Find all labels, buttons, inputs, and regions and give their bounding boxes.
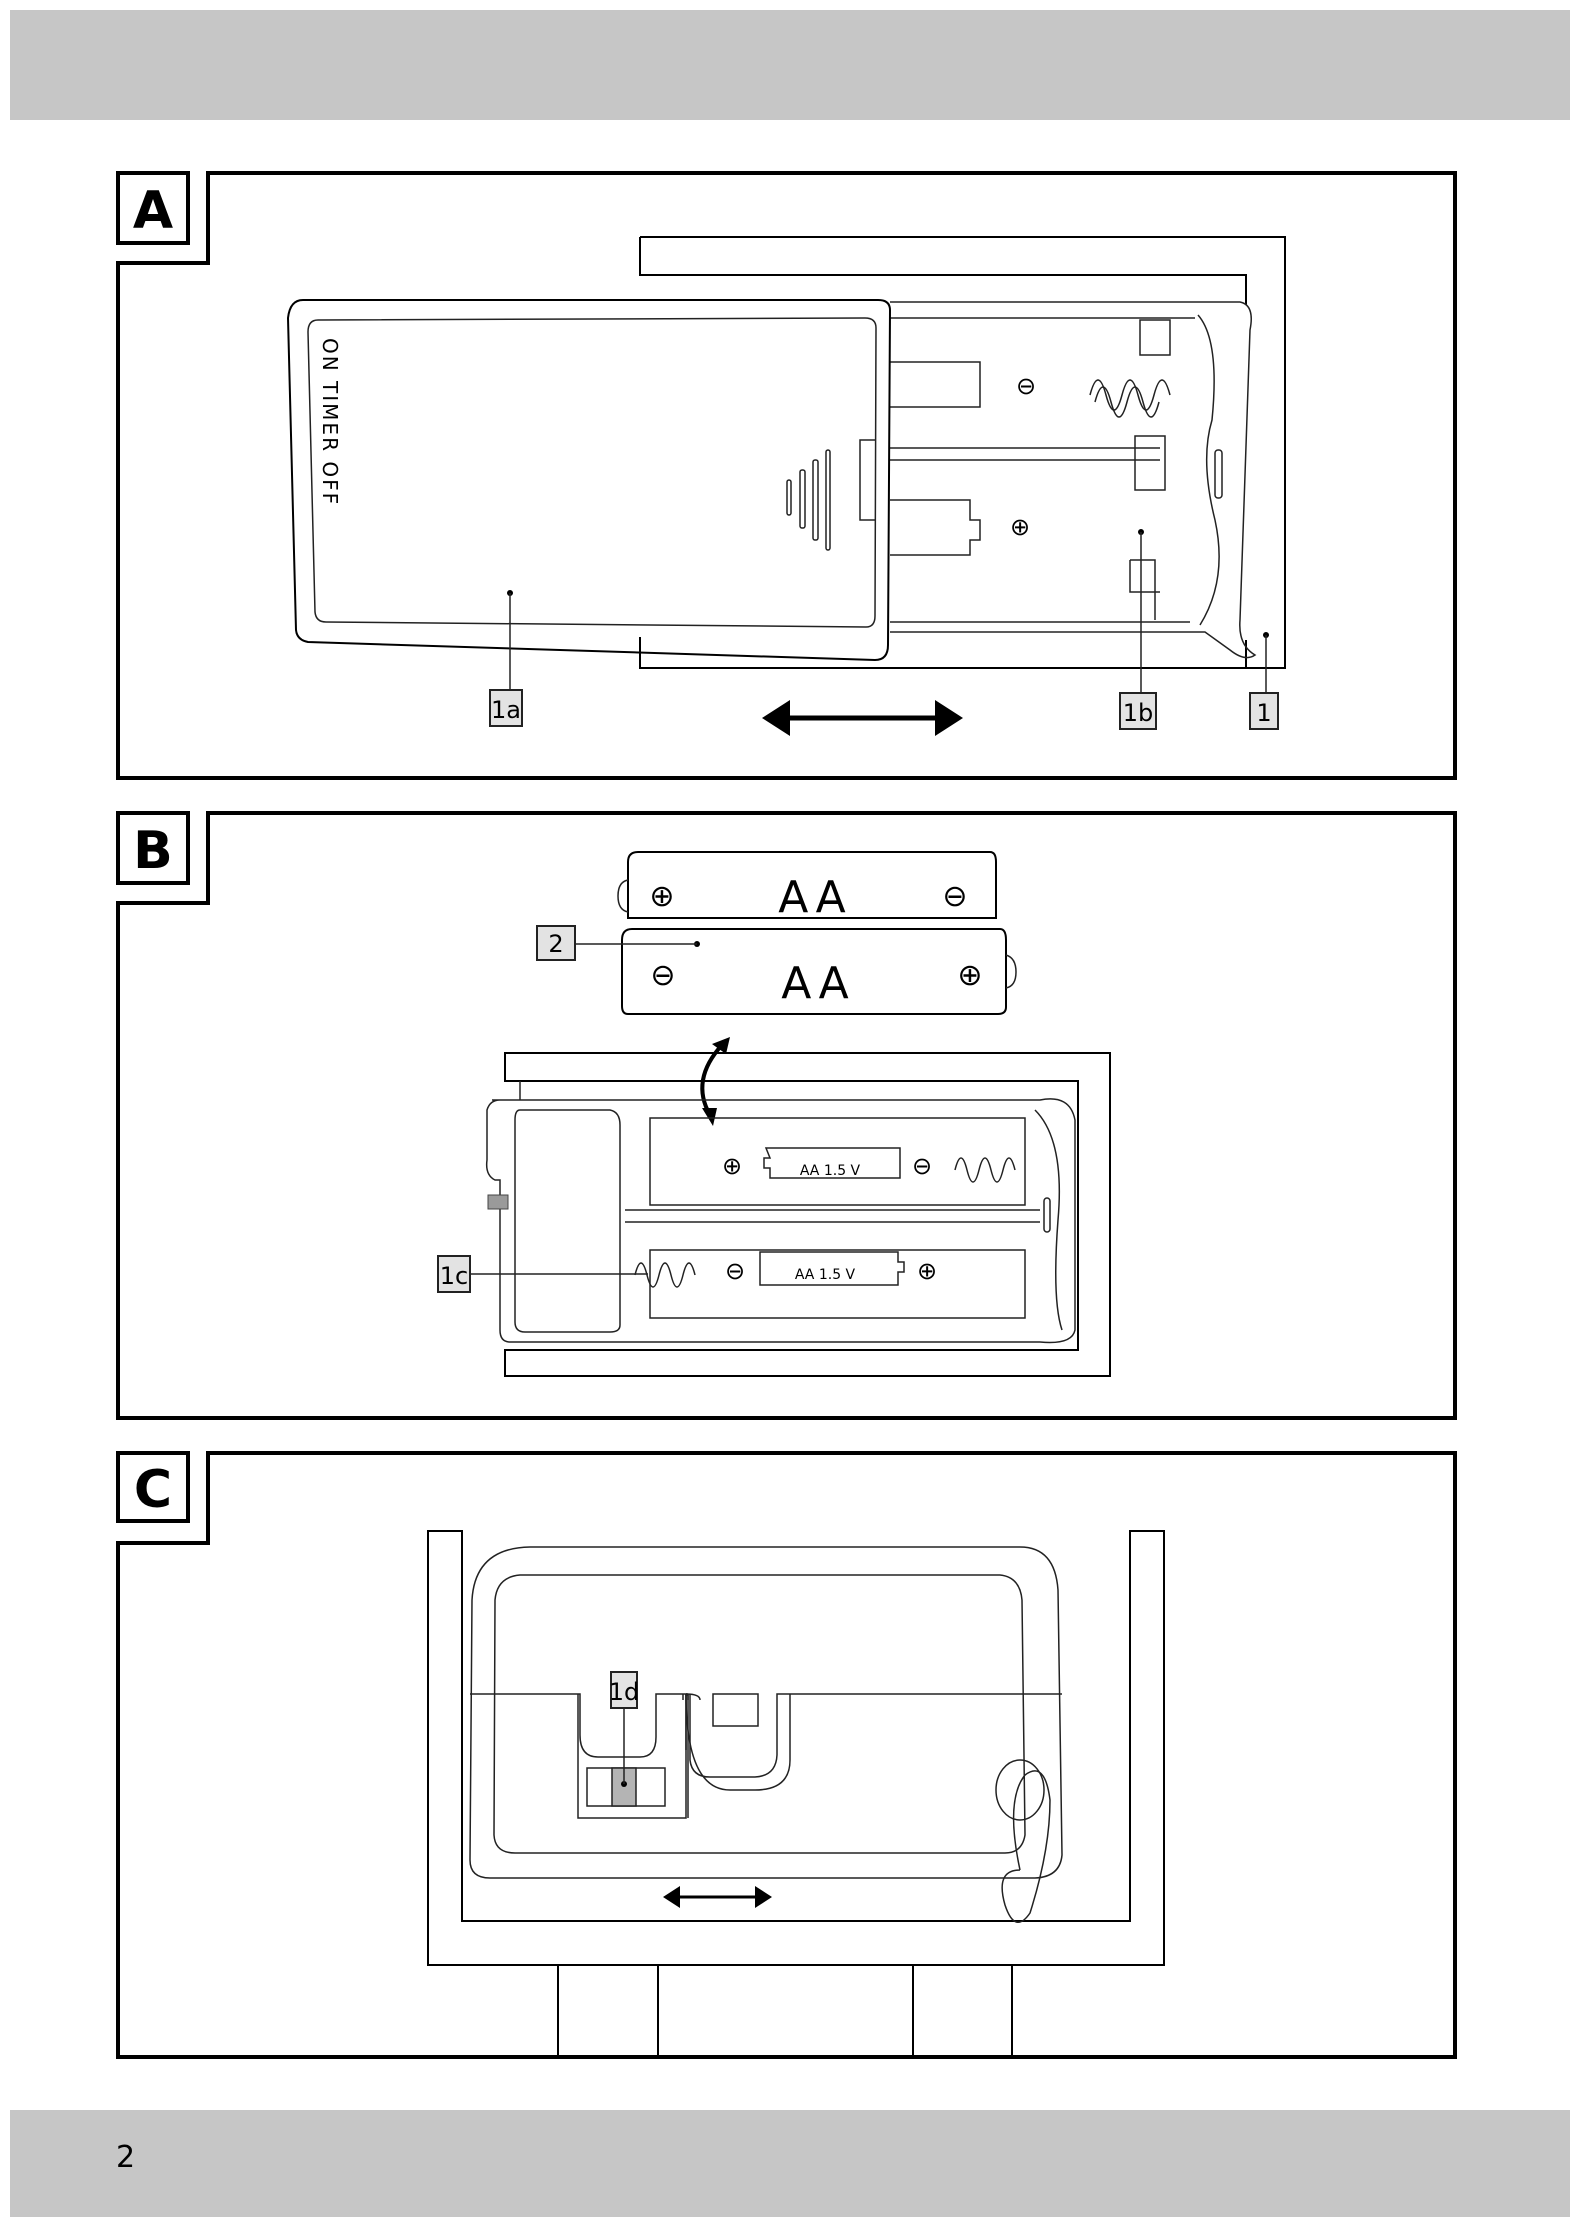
callout-1c: 1c (437, 1255, 648, 1293)
spring-icon (1089, 379, 1171, 411)
panel-b-label: B (133, 821, 173, 881)
panel-a-label-box (116, 171, 190, 245)
page-number: 2 (116, 2140, 136, 2175)
aa-battery-bottom: ⊖ AA ⊕ (621, 928, 1017, 1015)
panel-a-label: A (133, 181, 173, 241)
minus-icon: ⊖ (725, 1257, 745, 1285)
svg-text:1d: 1d (609, 1678, 640, 1706)
panel-b: B ⊕ AA ⊖ ⊖ AA ⊕ 2 (116, 811, 1457, 1420)
slot-label: AA 1.5 V (800, 1163, 861, 1179)
spring-icon (954, 1157, 1016, 1183)
minus-icon: ⊖ (942, 879, 967, 914)
panel-c-label: C (134, 1460, 172, 1520)
callout-1a: 1a (489, 593, 523, 727)
header-band (10, 10, 1570, 120)
timer-housing-front (427, 1530, 1165, 2057)
svg-text:1b: 1b (1123, 699, 1154, 727)
spring-icon (634, 1262, 696, 1288)
svg-text:1a: 1a (491, 696, 521, 724)
footer-band (10, 2110, 1570, 2217)
plus-icon: ⊕ (957, 958, 982, 993)
svg-text:1c: 1c (440, 1262, 468, 1290)
plus-icon: ⊕ (649, 879, 674, 914)
timer-housing-open: AA 1.5 V AA 1.5 V ⊕ ⊖ ⊖ ⊕ (485, 1052, 1111, 1377)
callout-1d: 1d (609, 1671, 640, 1784)
battery-label: AA (778, 872, 851, 923)
timer-module (514, 1109, 621, 1333)
callout-1: 1 (1249, 632, 1279, 730)
panel-c-frame (116, 1451, 1457, 2059)
slot-label: AA 1.5 V (795, 1267, 856, 1283)
callout-2: 2 (536, 925, 697, 961)
minus-icon: ⊖ (1016, 372, 1036, 400)
panel-b-frame (116, 811, 1457, 1420)
panel-a-frame (116, 171, 1457, 780)
plus-icon: ⊕ (917, 1257, 937, 1285)
battery-cover: ON TIMER OFF (286, 299, 892, 662)
svg-text:1: 1 (1256, 699, 1271, 727)
plus-icon: ⊕ (1010, 513, 1030, 541)
panel-c-label-box (116, 1451, 190, 1523)
battery-label: AA (781, 958, 854, 1009)
timer-housing (639, 236, 1286, 669)
panel-b-label-box (116, 811, 190, 885)
callout-1b: 1b (1119, 532, 1157, 730)
panel-a: A ⊖ ⊕ (116, 171, 1457, 780)
minus-icon: ⊖ (912, 1152, 932, 1180)
panel-c: C (116, 1451, 1457, 2059)
svg-text:2: 2 (548, 930, 563, 958)
plus-icon: ⊕ (722, 1152, 742, 1180)
switch-direction-arrow-icon (663, 1886, 772, 1908)
battery-compartment: ⊖ ⊕ (890, 301, 1257, 659)
timer-mode-text: ON TIMER OFF (318, 338, 342, 506)
aa-battery-top: ⊕ AA ⊖ (617, 851, 997, 923)
minus-icon: ⊖ (650, 958, 675, 993)
slide-direction-arrow-icon (762, 700, 963, 736)
